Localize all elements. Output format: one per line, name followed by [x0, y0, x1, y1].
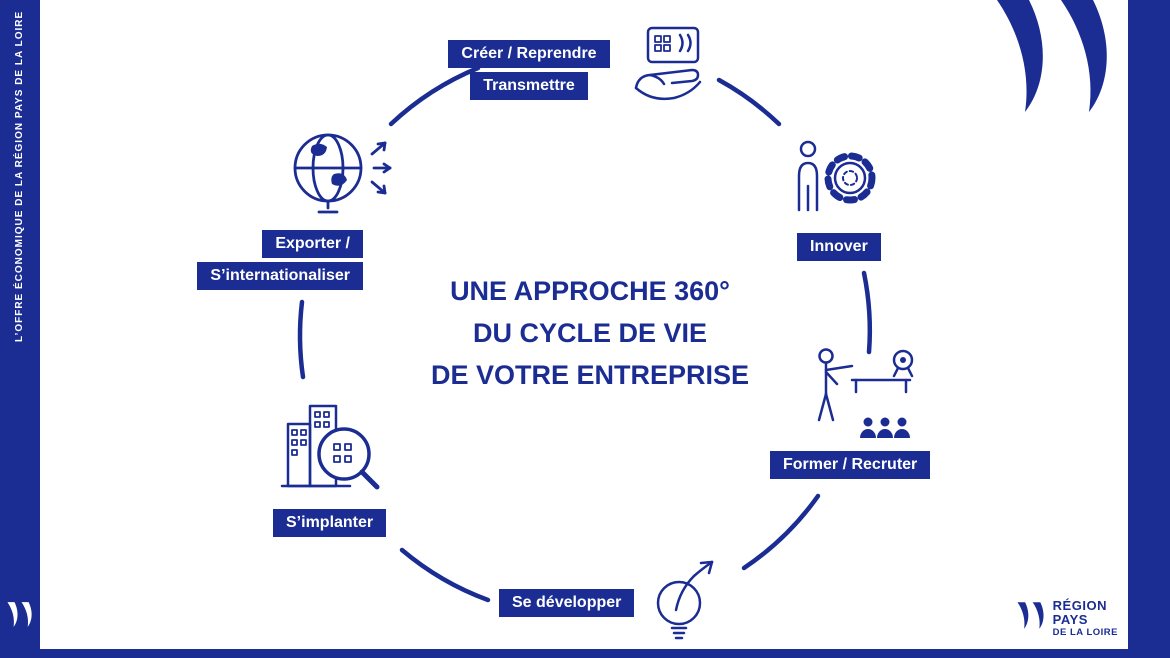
region-pays-de-la-loire-logo: RÉGION PAYS DE LA LOIRE [1017, 597, 1118, 638]
bottom-bar [0, 649, 1170, 658]
label-s-internationaliser: S’internationaliser [197, 262, 363, 290]
double-closing-quotes-logo-icon [1017, 602, 1045, 634]
node-se-developper: Se développer [499, 589, 635, 617]
globe-arrows-icon [284, 124, 400, 222]
logo-text: RÉGION PAYS DE LA LOIRE [1052, 597, 1118, 638]
label-creer-reprendre: Créer / Reprendre [448, 40, 610, 68]
logo-line-1: RÉGION [1052, 597, 1107, 613]
title-line-3: DE VOTRE ENTREPRISE [430, 360, 750, 390]
logo-line-3: DE LA LOIRE [1052, 626, 1118, 638]
label-se-developper: Se développer [499, 589, 635, 617]
title-line-2: DU CYCLE DE VIE [472, 318, 708, 348]
node-s-implanter: S’implanter [273, 509, 387, 537]
title-line-1: UNE APPROCHE 360° [450, 276, 730, 306]
left-band: L’OFFRE ÉCONOMIQUE DE LA RÉGION PAYS DE … [0, 0, 40, 658]
label-exporter: Exporter / [262, 230, 363, 258]
node-innover: Innover [797, 233, 881, 261]
buildings-magnifier-icon [278, 390, 384, 498]
label-s-implanter: S’implanter [273, 509, 387, 537]
double-closing-quotes-icon [7, 602, 33, 632]
node-former-recruter: Former / Recruter [770, 451, 931, 479]
label-transmettre: Transmettre [470, 72, 588, 100]
hand-building-icon [626, 24, 718, 110]
left-band-caption: L’OFFRE ÉCONOMIQUE DE LA RÉGION PAYS DE … [14, 10, 25, 342]
trainer-audience-medal-icon [806, 346, 918, 442]
page-title: UNE APPROCHE 360° DU CYCLE DE VIE DE VOT… [415, 270, 765, 396]
label-innover: Innover [797, 233, 881, 261]
label-former-recruter: Former / Recruter [770, 451, 931, 479]
logo-line-2: PAYS [1052, 612, 1088, 628]
lightbulb-arrow-icon [648, 546, 728, 644]
right-band [1128, 0, 1170, 658]
node-creer-reprendre: Créer / Reprendre Transmettre [437, 40, 621, 100]
left-band-caption-wrap: L’OFFRE ÉCONOMIQUE DE LA RÉGION PAYS DE … [0, 8, 40, 348]
node-exporter: Exporter / S’internationaliser [185, 230, 363, 290]
double-closing-quotes-decoration-icon [992, 0, 1116, 117]
person-gear-icon [792, 136, 884, 220]
